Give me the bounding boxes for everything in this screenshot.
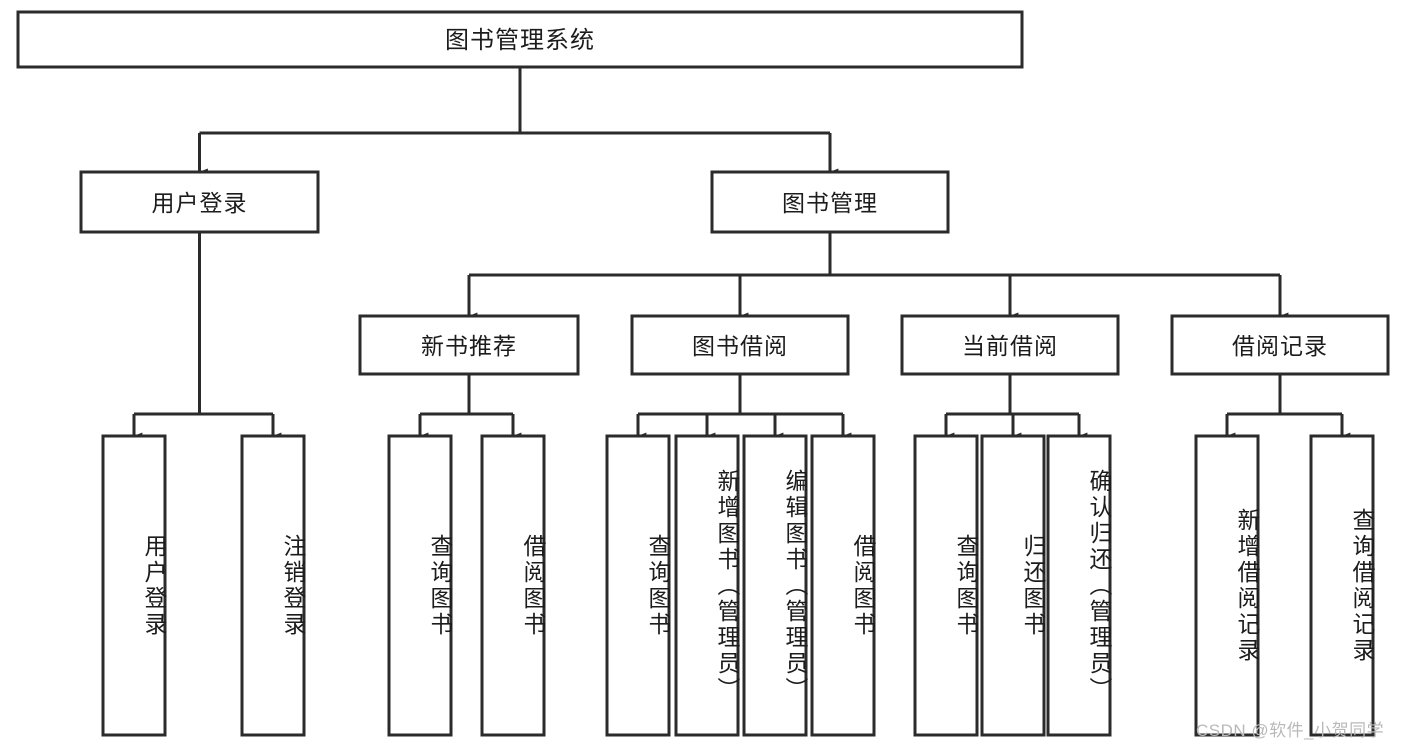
node-box-leaf-confirm-return-admin[interactable]: [1046, 434, 1112, 737]
node-label-current-borrow: 当前借阅: [962, 333, 1058, 359]
node-label-book-borrow: 图书借阅: [692, 333, 788, 359]
node-box-leaf-borrow-book[interactable]: [810, 434, 876, 737]
node-box-leaf-user-logout[interactable]: [240, 434, 306, 737]
node-box-book-management[interactable]: [710, 170, 950, 234]
connector-lines: [132, 67, 1351, 440]
node-label-user-login: 用户登录: [152, 190, 248, 216]
node-label-book-management: 图书管理: [782, 190, 878, 216]
node-box-borrow-record[interactable]: [1170, 314, 1390, 376]
node-box-leaf-edit-book-admin[interactable]: [742, 434, 808, 737]
node-box-leaf-add-borrow-record[interactable]: [1194, 434, 1260, 737]
node-box-leaf-query-borrow-record[interactable]: [1309, 434, 1375, 737]
node-label-new-book-recommend: 新书推荐: [421, 333, 517, 359]
csdn-watermark: CSDN @软件_小贺同学: [1196, 721, 1385, 740]
node-box-book-borrow[interactable]: [630, 314, 850, 376]
node-box-current-borrow[interactable]: [900, 314, 1120, 376]
node-box-root[interactable]: [16, 10, 1024, 69]
node-box-new-book-recommend[interactable]: [358, 314, 580, 376]
node-box-user-login[interactable]: [79, 170, 320, 234]
node-box-leaf-query-book-current[interactable]: [913, 434, 979, 737]
node-box-leaf-return-book[interactable]: [980, 434, 1046, 737]
node-label-borrow-record: 借阅记录: [1232, 333, 1328, 359]
node-box-leaf-add-book-admin[interactable]: [674, 434, 740, 737]
node-box-leaf-query-book-borrow[interactable]: [605, 434, 671, 737]
node-box-leaf-borrow-book-recommend[interactable]: [480, 434, 546, 737]
node-boxes: [16, 10, 1390, 737]
node-box-leaf-query-book-recommend[interactable]: [387, 434, 453, 737]
node-label-root: 图书管理系统: [445, 27, 595, 54]
node-box-leaf-user-login[interactable]: [101, 434, 167, 737]
